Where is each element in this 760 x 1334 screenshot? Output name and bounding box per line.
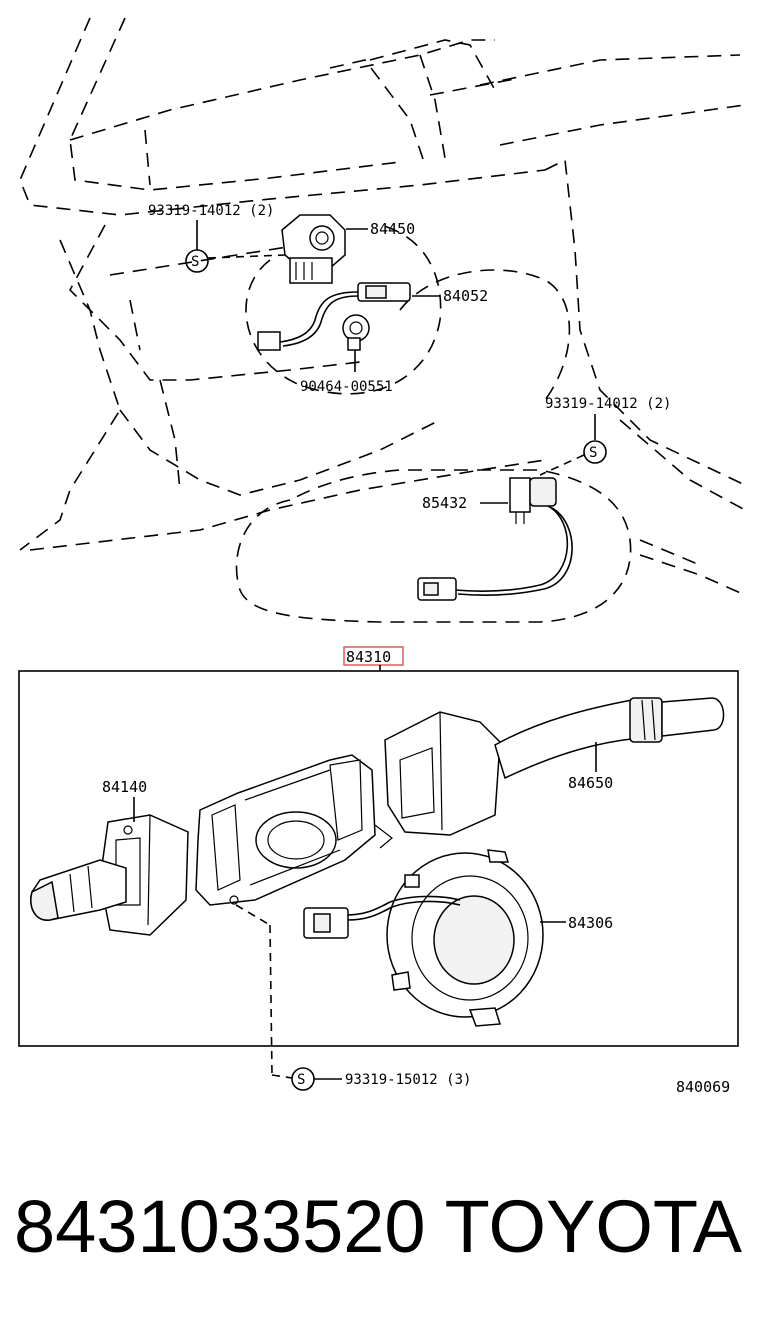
bracket-dash-2 [269,924,273,1076]
callout-screw-right: 93319-14012 (2) [545,396,671,412]
ignition-switch-84450 [281,214,346,284]
relay-85432 [417,477,573,601]
console-outline [235,469,632,623]
screw-symbol-label: S [191,254,199,270]
clip-90464 [342,314,370,351]
callout-screw-top-left: 93319-14012 (2) [148,203,274,219]
spiral-cable-84306 [303,849,544,1027]
footer-brand: TOYOTA [444,1185,742,1268]
switch-bracket [195,754,393,906]
bracket-dash-3 [271,1074,293,1079]
callout-84140: 84140 [102,778,147,796]
footer-part-number: 8431033520 [14,1185,426,1268]
callout-84650: 84650 [568,774,613,792]
assembly-frame [18,670,739,1047]
screw-symbol-right [583,440,607,464]
parts-diagram: 84450 S 93319-14012 (2) 84052 90464-0055… [18,17,746,1096]
switch-lever-84650 [384,697,725,836]
screw-dash-top [207,254,286,259]
callout-85432: 85432 [422,494,467,512]
assembly-highlight-box [343,646,404,666]
figure-code: 840069 [676,1078,730,1096]
callout-assembly-84310: 84310 [346,648,391,666]
callout-84052: 84052 [443,287,488,305]
callout-screw-bottom: 93319-15012 (3) [345,1072,471,1088]
dashboard-outline [19,17,746,596]
callout-84306: 84306 [568,914,613,932]
bracket-dash-1 [235,904,271,926]
callout-90464: 90464-00551 [300,379,393,395]
screw-symbol-label: S [297,1072,305,1088]
switch-lever-84140 [30,814,189,936]
harness-84052 [257,282,411,351]
callout-84450: 84450 [370,220,415,238]
screw-symbol-label: S [589,445,597,461]
